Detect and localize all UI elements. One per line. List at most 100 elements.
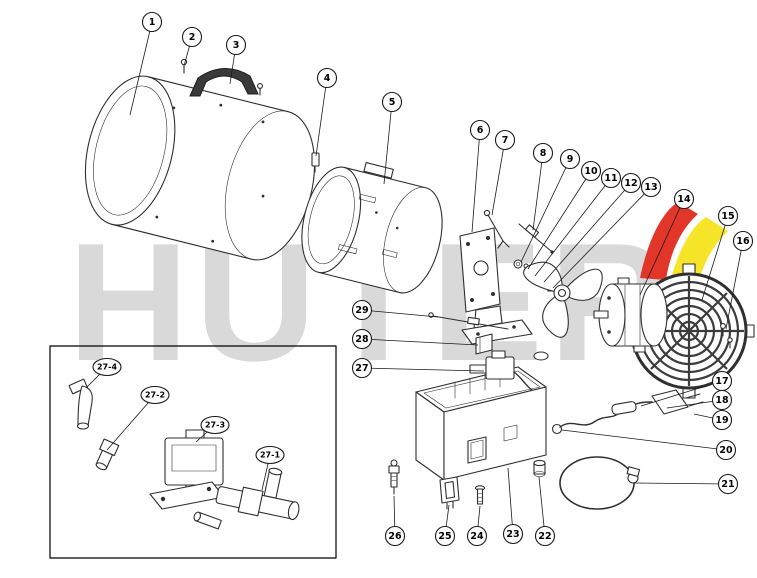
guard-ring <box>678 320 700 342</box>
fitting-thread <box>390 475 398 478</box>
coil-connector <box>626 466 641 477</box>
inlet-fitting <box>388 459 400 495</box>
plug-prong <box>685 393 701 399</box>
elbow-body <box>77 385 93 427</box>
callout-16 <box>732 230 754 252</box>
callout-21 <box>717 473 739 495</box>
screw-thread <box>477 500 483 503</box>
callout-15 <box>717 205 739 227</box>
callout-label-12: 12 <box>624 178 637 189</box>
base-screw <box>474 485 486 505</box>
callout-label-11: 11 <box>604 173 617 184</box>
motor <box>593 277 668 353</box>
bracket-hole <box>486 236 490 240</box>
leader-line-1 <box>129 21 153 116</box>
igniter-electrode <box>483 209 510 249</box>
callout-label-1: 1 <box>149 17 156 28</box>
callout-label-10: 10 <box>584 166 598 177</box>
fan-blade-petal <box>523 261 563 294</box>
valve-body-detail <box>215 467 300 521</box>
callout-label-6: 6 <box>477 125 484 136</box>
callout-label-27-3: 27-3 <box>205 421 225 430</box>
valve-detail-inset <box>49 345 337 559</box>
callout-24 <box>466 525 488 547</box>
leader-line-20 <box>561 429 727 451</box>
rivet-hole <box>261 194 265 198</box>
callout-label-19: 19 <box>715 415 728 426</box>
rivet-hole <box>219 103 223 107</box>
callout-29 <box>351 299 373 321</box>
bracket-hole <box>470 298 474 302</box>
leader-line-16 <box>725 240 744 330</box>
thermocouple-wire <box>478 323 509 330</box>
callout-label-14: 14 <box>677 194 691 205</box>
elbow-nipple <box>68 378 88 395</box>
screw-head <box>720 323 726 329</box>
electrode-tip <box>497 240 504 249</box>
electrode-tip <box>502 240 510 248</box>
callout-label-8: 8 <box>540 148 547 159</box>
callout-13 <box>640 176 662 198</box>
callout-label-4: 4 <box>324 73 331 84</box>
cap-top <box>533 459 546 467</box>
callout-14 <box>673 188 695 210</box>
callout-6 <box>469 119 491 141</box>
washer-hole <box>515 261 521 267</box>
cord-grommet <box>551 423 563 435</box>
callout-label-2: 2 <box>189 32 196 43</box>
solenoid-body <box>485 356 515 380</box>
screw-shaft <box>476 488 484 505</box>
callout-3 <box>225 34 247 56</box>
valve-end-cap <box>287 501 300 521</box>
callout-7 <box>494 129 516 151</box>
callout-label-24: 24 <box>470 531 484 542</box>
leader-line-7 <box>491 139 506 216</box>
foot-hole <box>512 325 516 329</box>
leader-line-11 <box>534 177 612 277</box>
cap-bottom <box>533 471 546 477</box>
callout-label-27-1: 27-1 <box>260 451 280 460</box>
vent-slot <box>337 244 358 255</box>
cylinder-top-tab <box>363 162 394 179</box>
callout-22 <box>534 525 556 547</box>
rivet-hole <box>375 211 378 214</box>
callout-1 <box>141 11 163 33</box>
fan-blade <box>523 261 603 338</box>
vent-slot <box>382 249 398 258</box>
motor-bolt <box>607 296 611 300</box>
logo-accent-red <box>640 202 698 280</box>
leader-line-5 <box>383 101 393 185</box>
nozzle-body <box>524 224 540 238</box>
leader-line-10 <box>527 170 592 270</box>
cord-coil <box>559 456 641 510</box>
leader-line-17 <box>640 380 723 407</box>
tip-end <box>193 511 201 522</box>
bracket-center-hole <box>473 260 489 276</box>
vent-cutout <box>503 424 518 442</box>
fitting-thread <box>390 479 398 482</box>
callout-11 <box>600 167 622 189</box>
callout-label-3: 3 <box>233 40 240 51</box>
rivet-hole <box>261 120 265 124</box>
switch-body <box>439 476 460 504</box>
screw-thread <box>477 496 483 499</box>
callout-4 <box>316 67 338 89</box>
leader-line-13 <box>552 186 652 289</box>
callout-label-16: 16 <box>736 236 750 247</box>
callout-27-4 <box>92 357 122 377</box>
leader-line-27-2 <box>106 394 156 451</box>
callout-label-7: 7 <box>502 135 509 146</box>
callout-label-5: 5 <box>389 97 396 108</box>
solenoid-label-plate <box>171 444 217 472</box>
callout-25 <box>434 525 456 547</box>
callout-19 <box>711 409 733 431</box>
rivet-hole <box>395 226 399 230</box>
fan-blade-petal <box>561 268 603 301</box>
rivet-hole <box>155 215 159 219</box>
elbow-outlet <box>76 422 90 430</box>
inner-cylinder-opening-inner <box>307 175 355 265</box>
callout-label-21: 21 <box>721 479 734 490</box>
flange-hole <box>160 496 166 502</box>
callout-10 <box>580 160 602 182</box>
